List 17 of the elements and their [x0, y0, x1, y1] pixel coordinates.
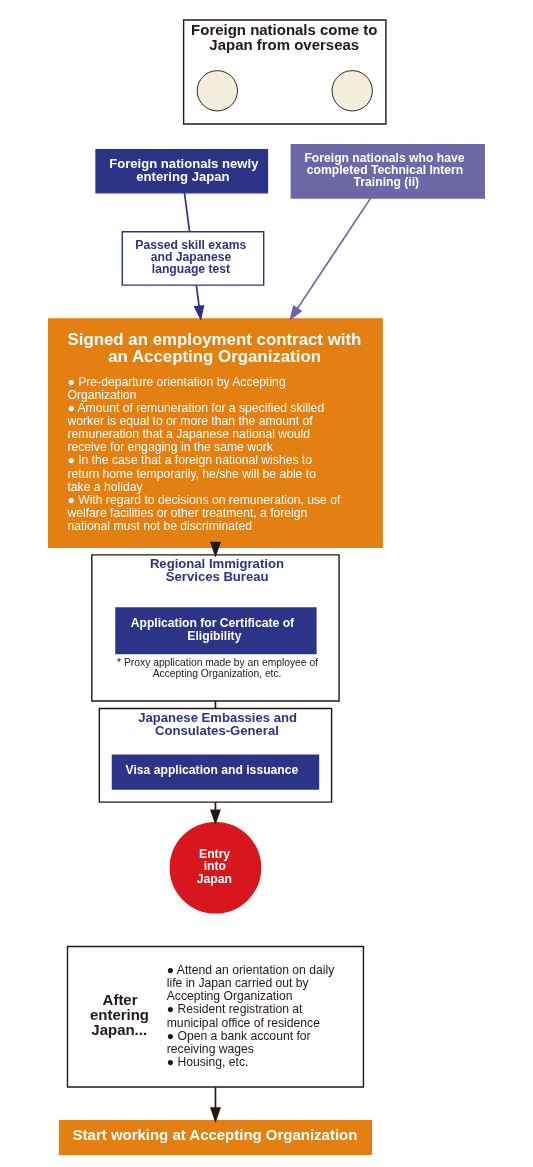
arrow — [289, 197, 372, 321]
arrow — [210, 541, 221, 558]
node-box: After entering Japan... ● Attend an orientation on daily life in Japan carried out by Accepting Organization ● Resident registration at municipal office of residence ● Open a bank account for receiving wages ● Housing, etc. — [66, 945, 365, 1088]
node-box: Start working at Accepting Organization — [58, 1120, 373, 1156]
node-circle: Entry into Japan — [169, 821, 262, 914]
arrow — [193, 284, 205, 322]
node-box: Passed skill exams and Japanese language test — [121, 231, 265, 286]
node-person — [331, 70, 373, 112]
node-person — [196, 70, 238, 112]
cluster: Foreign nationals come to Japan from overseas — [182, 19, 387, 125]
node-label: * Proxy application made by an employee of Accepting Organization, etc. — [117, 657, 319, 680]
node-box: Foreign nationals who have completed Technical Intern Training (ii) — [290, 143, 485, 199]
connector — [183, 192, 191, 233]
node-box: Application for Certificate of Eligibility — [115, 607, 317, 655]
node-box: Visa application and issuance — [111, 754, 320, 790]
node-box: Foreign nationals newly entering Japan — [95, 149, 269, 194]
arrow — [210, 1086, 221, 1123]
